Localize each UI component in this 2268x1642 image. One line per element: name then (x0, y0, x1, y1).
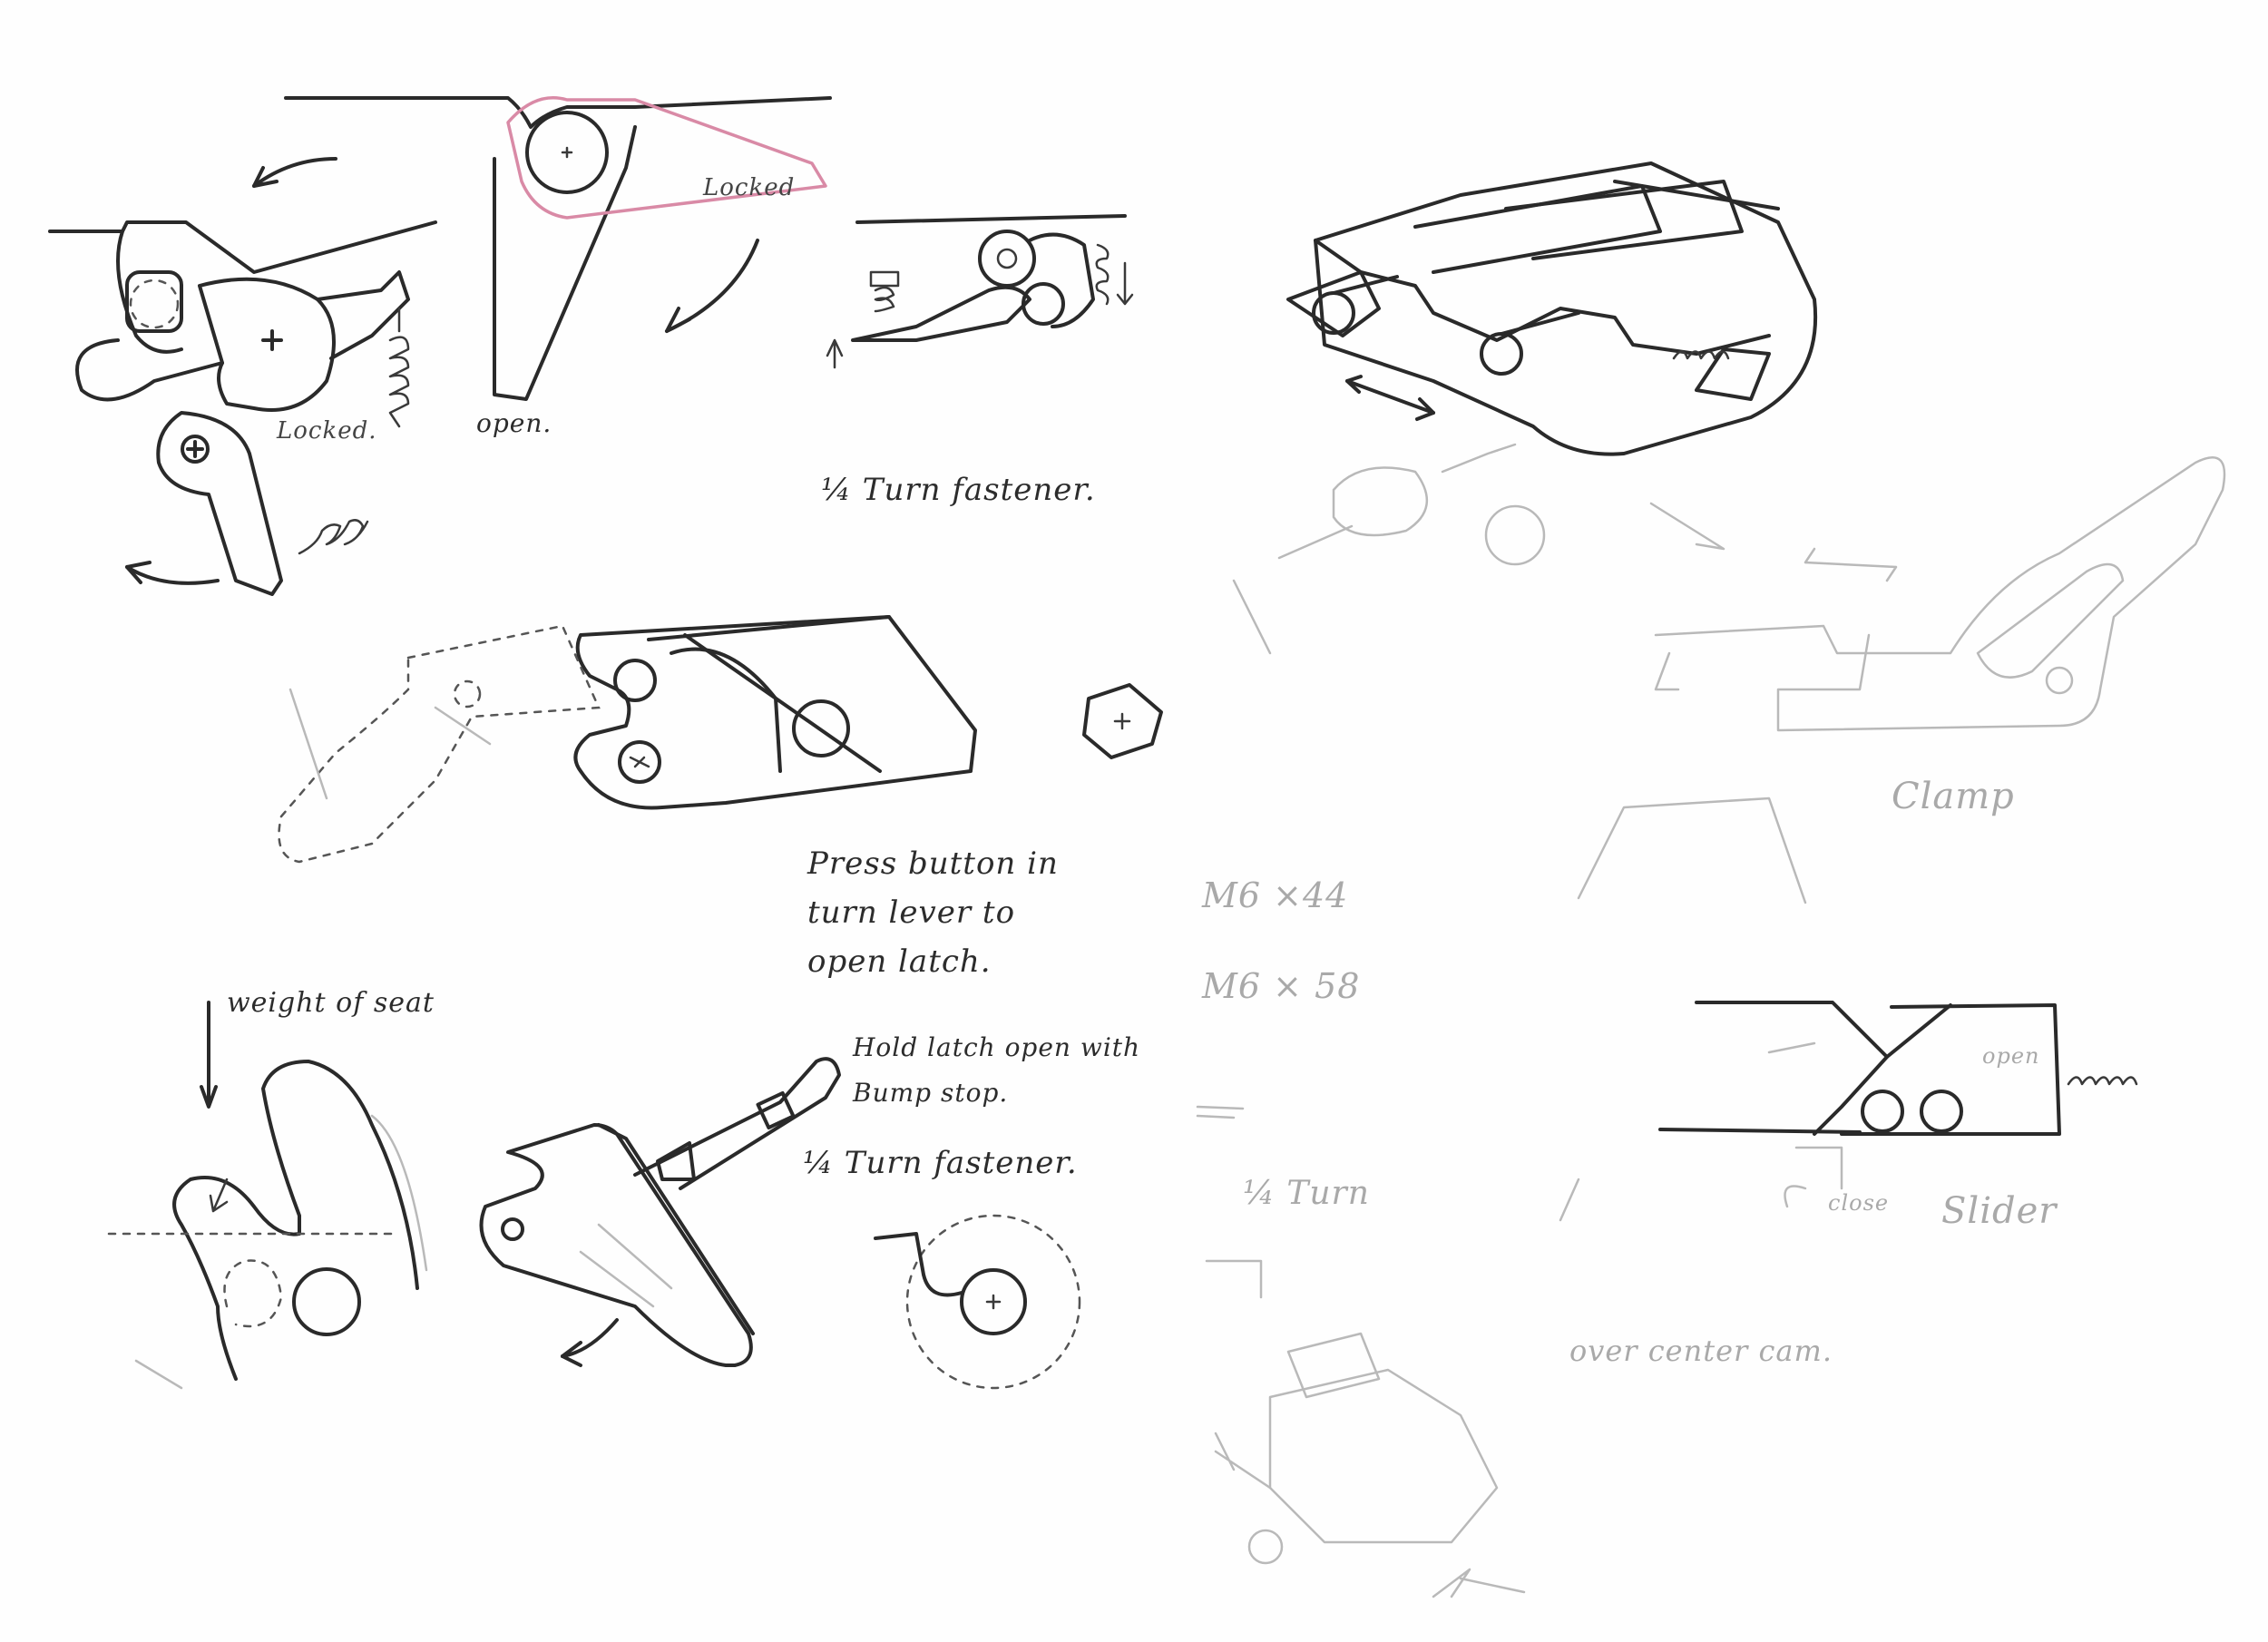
label-locked-top: Locked (703, 174, 796, 201)
label-locked-left: Locked. (277, 417, 377, 445)
quarter-turn-circle-sketch (874, 1214, 1081, 1390)
label-open-small: open (1982, 1043, 2040, 1069)
label-quarter-turn-fastener-2: ¼ Turn fastener. (803, 1145, 1078, 1181)
faint-perspective-sketch (1196, 1105, 1526, 1598)
clamp-base-3d-sketch (1232, 161, 1818, 655)
label-weight-of-seat: weight of seat (227, 987, 435, 1019)
lever-bump-stop-sketch (479, 1057, 841, 1367)
quarter-turn-fastener-sketch-1 (826, 214, 1134, 369)
rotary-latch-locked-sketch (48, 157, 437, 596)
label-clamp: Clamp (1892, 776, 2015, 817)
latch-open-sketch (284, 96, 832, 401)
label-over-center-cam: over center cam. (1569, 1334, 1833, 1368)
clamp-lever-sketch (1577, 456, 2226, 904)
label-m6x58: M6 × 58 (1202, 966, 1361, 1006)
label-hold-latch: Hold latch open with Bump stop. (853, 1032, 1141, 1108)
press-button-lever-sketch (278, 615, 1163, 864)
label-quarter-turn-3: ¼ Turn (1243, 1175, 1370, 1212)
label-close-small: close (1828, 1190, 1890, 1216)
label-m6x44: M6 ×44 (1202, 875, 1349, 915)
label-open: open. (476, 408, 552, 438)
label-slider: Slider (1941, 1190, 2058, 1232)
slider-cam-sketch (1559, 1001, 2138, 1222)
label-press-button: Press button in turn lever to open latch… (807, 845, 1059, 980)
label-quarter-turn-fastener-1: ¼ Turn fastener. (821, 472, 1096, 508)
weight-of-seat-hook-sketch (107, 1001, 428, 1390)
